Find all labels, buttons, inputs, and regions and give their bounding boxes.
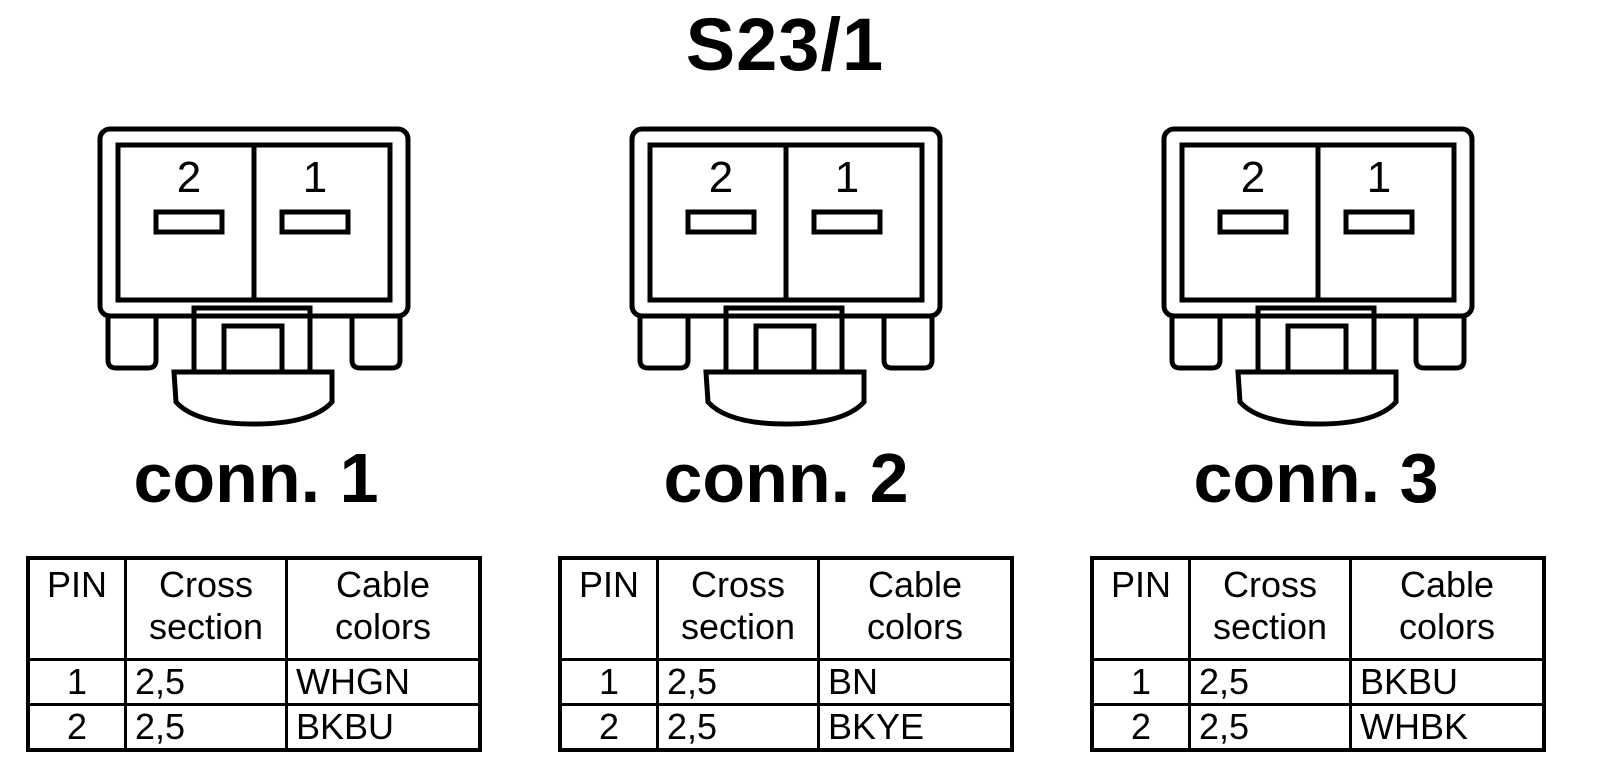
connector-housing xyxy=(1161,126,1475,319)
connector-2-pin-table: PIN Cross section Cable colors 1 2,5 BN … xyxy=(558,556,1014,752)
pin-label-1: 1 xyxy=(1366,153,1392,202)
table-row: 1 2,5 WHGN xyxy=(26,658,482,706)
cable-color-cell: WHBK xyxy=(1349,703,1546,752)
pin-2-slot xyxy=(1217,209,1289,235)
cross-section-cell: 2,5 xyxy=(1188,703,1352,752)
left-foot xyxy=(105,316,159,371)
pin-1-slot xyxy=(1343,209,1415,235)
table-row: 1 2,5 BKBU xyxy=(1090,658,1546,706)
cable-color-cell: WHGN xyxy=(285,658,482,706)
table-row: 2 2,5 BKBU xyxy=(26,703,482,752)
pin-label-2: 2 xyxy=(708,153,734,202)
pin-cell: 2 xyxy=(1090,703,1191,752)
pin-cell: 1 xyxy=(1090,658,1191,706)
pin-cell: 2 xyxy=(558,703,659,752)
pin-1-slot xyxy=(279,209,351,235)
header-cross-section: Cross section xyxy=(124,556,288,661)
cable-color-cell: BKBU xyxy=(285,703,482,752)
cross-section-cell: 2,5 xyxy=(656,703,820,752)
header-pin: PIN xyxy=(1090,556,1191,661)
connector-2-shape xyxy=(629,126,943,427)
connector-1-pin-table: PIN Cross section Cable colors 1 2,5 WHG… xyxy=(26,556,482,752)
cross-section-cell: 2,5 xyxy=(124,703,288,752)
header-cross-section: Cross section xyxy=(1188,556,1352,661)
latch-window xyxy=(221,323,285,375)
connector-1-drawing: 2 1 xyxy=(96,120,416,430)
pin-cell: 1 xyxy=(558,658,659,706)
cross-section-cell: 2,5 xyxy=(1188,658,1352,706)
connector-3-label: conn. 3 xyxy=(1193,439,1439,517)
latch-tab xyxy=(171,369,335,427)
connector-3-shape xyxy=(1161,126,1475,427)
cable-color-cell: BKBU xyxy=(1349,658,1546,706)
diagram-title: S23/1 xyxy=(685,3,885,86)
latch-tab xyxy=(1235,369,1399,427)
latch-tab xyxy=(703,369,867,427)
header-cable-colors: Cable colors xyxy=(1349,556,1546,661)
table-row: 1 2,5 BN xyxy=(558,658,1014,706)
table-header-row: PIN Cross section Cable colors xyxy=(26,556,482,661)
table-row: 2 2,5 BKYE xyxy=(558,703,1014,752)
latch-window xyxy=(1285,323,1349,375)
table-row: 2 2,5 WHBK xyxy=(1090,703,1546,752)
connector-2-label: conn. 2 xyxy=(663,439,909,517)
header-pin: PIN xyxy=(26,556,127,661)
left-foot xyxy=(637,316,691,371)
pin-cell: 1 xyxy=(26,658,127,706)
pin-2-slot xyxy=(153,209,225,235)
pin-label-1: 1 xyxy=(302,153,328,202)
pin-2-slot xyxy=(685,209,757,235)
right-foot xyxy=(1413,316,1467,371)
connector-housing xyxy=(97,126,411,319)
right-foot xyxy=(349,316,403,371)
table-header-row: PIN Cross section Cable colors xyxy=(1090,556,1546,661)
latch-window xyxy=(753,323,817,375)
cable-color-cell: BN xyxy=(817,658,1014,706)
header-cable-colors: Cable colors xyxy=(817,556,1014,661)
cross-section-cell: 2,5 xyxy=(124,658,288,706)
pin-label-2: 2 xyxy=(1240,153,1266,202)
cable-color-cell: BKYE xyxy=(817,703,1014,752)
left-foot xyxy=(1169,316,1223,371)
connector-3-drawing: 2 1 xyxy=(1160,120,1480,430)
connector-1-label: conn. 1 xyxy=(133,439,379,517)
right-foot xyxy=(881,316,935,371)
table-header-row: PIN Cross section Cable colors xyxy=(558,556,1014,661)
connector-2-drawing: 2 1 xyxy=(628,120,948,430)
cross-section-cell: 2,5 xyxy=(656,658,820,706)
pin-label-2: 2 xyxy=(176,153,202,202)
connector-housing xyxy=(629,126,943,319)
pin-1-slot xyxy=(811,209,883,235)
connector-1-shape xyxy=(97,126,411,427)
connector-3-pin-table: PIN Cross section Cable colors 1 2,5 BKB… xyxy=(1090,556,1546,752)
pin-cell: 2 xyxy=(26,703,127,752)
header-cable-colors: Cable colors xyxy=(285,556,482,661)
header-cross-section: Cross section xyxy=(656,556,820,661)
header-pin: PIN xyxy=(558,556,659,661)
pin-label-1: 1 xyxy=(834,153,860,202)
